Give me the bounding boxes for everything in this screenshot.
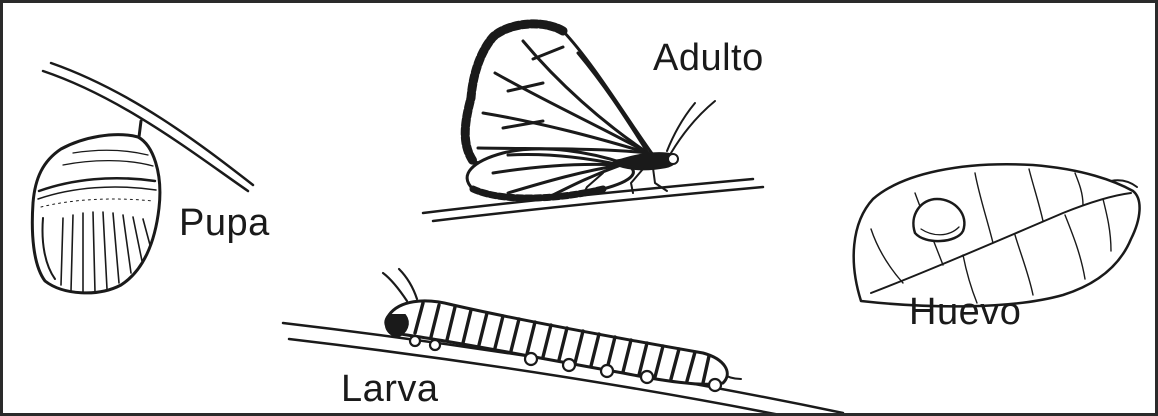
chrysalis-icon (32, 121, 160, 293)
larva-label: Larva (341, 370, 439, 408)
egg-on-leaf-icon (854, 164, 1140, 306)
pupa-label: Pupa (179, 204, 270, 242)
egg-label: Huevo (909, 293, 1021, 331)
adult-label: Adulto (653, 39, 764, 77)
life-cycle-drawing (3, 3, 1158, 416)
